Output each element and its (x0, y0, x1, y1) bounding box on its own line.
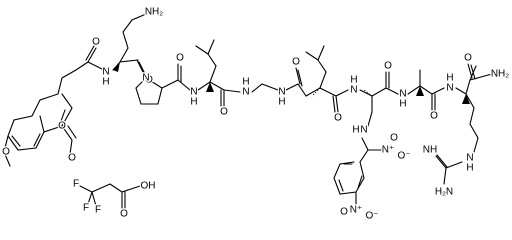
atom-labels: NH₂ O N H O N O N H O N H N H O O N H O … (1, 5, 511, 223)
nh-leu2-label: N (278, 87, 285, 98)
o-leu2-label: O (334, 113, 342, 124)
nh2-lys-label: NH₂ (145, 7, 163, 18)
h-leu1-label: H (190, 97, 197, 108)
o-coumarin-keto-label: O (68, 153, 76, 164)
nh-dnp-label: N (360, 125, 367, 136)
h-leu2-label: H (278, 97, 285, 108)
o-pro-label: O (176, 53, 184, 64)
h-dnp-label: H (352, 125, 359, 136)
h-arg-label: H (446, 73, 453, 84)
o-arg-label: O (464, 53, 472, 64)
n-nitro2-label: N⁺ (350, 205, 363, 216)
nh2-amide-label: NH₂ (491, 69, 509, 80)
o-acetyl-label: O (92, 37, 100, 48)
nh-arg-label: N (446, 83, 453, 94)
h2n-guan-label: H₂N (435, 187, 453, 198)
o-tfa-label: O (120, 209, 128, 220)
n-nitro1-label: N⁺ (382, 145, 395, 156)
o-gly-label: O (292, 57, 300, 68)
nh-guan-label: N (466, 153, 473, 164)
h-guan-label: H (466, 163, 473, 174)
o-methoxy-label: O (2, 147, 10, 158)
f3-label: F (95, 205, 101, 216)
o-lys-label: O (145, 75, 153, 86)
o-dap-label: O (384, 61, 392, 72)
o-leu1-label: O (220, 107, 228, 118)
o-neg-nitro1-label: O⁻ (397, 151, 410, 162)
h-lys-label: H (102, 77, 109, 88)
h-dap-label: H (350, 75, 357, 86)
nh-lys-label: N (102, 67, 109, 78)
f2-label: F (83, 203, 89, 214)
o-nitro2-label: O (340, 207, 348, 218)
oh-tfa-label: OH (141, 181, 156, 192)
n-pro-label: N (142, 73, 149, 84)
f1-label: F (73, 179, 79, 190)
nh-imine-label: NH (423, 145, 437, 156)
h-ala-label: H (399, 99, 406, 110)
h-gly-label: H (242, 77, 249, 88)
o-ala-label: O (430, 111, 438, 122)
nh-ala-label: N (399, 89, 406, 100)
o-neg-nitro2-label: O⁻ (365, 211, 378, 222)
nh-dap-label: N (350, 85, 357, 96)
nh-leu1-label: N (190, 87, 197, 98)
molecule-structure-diagram: NH₂ O N H O N O N H O N H N H O O N H O … (1, 5, 511, 223)
o-nitro1-label: O (390, 133, 398, 144)
o-coumarin-ring-label: O (58, 121, 66, 132)
stereo-bonds (113, 62, 470, 104)
nh-gly-label: N (242, 87, 249, 98)
